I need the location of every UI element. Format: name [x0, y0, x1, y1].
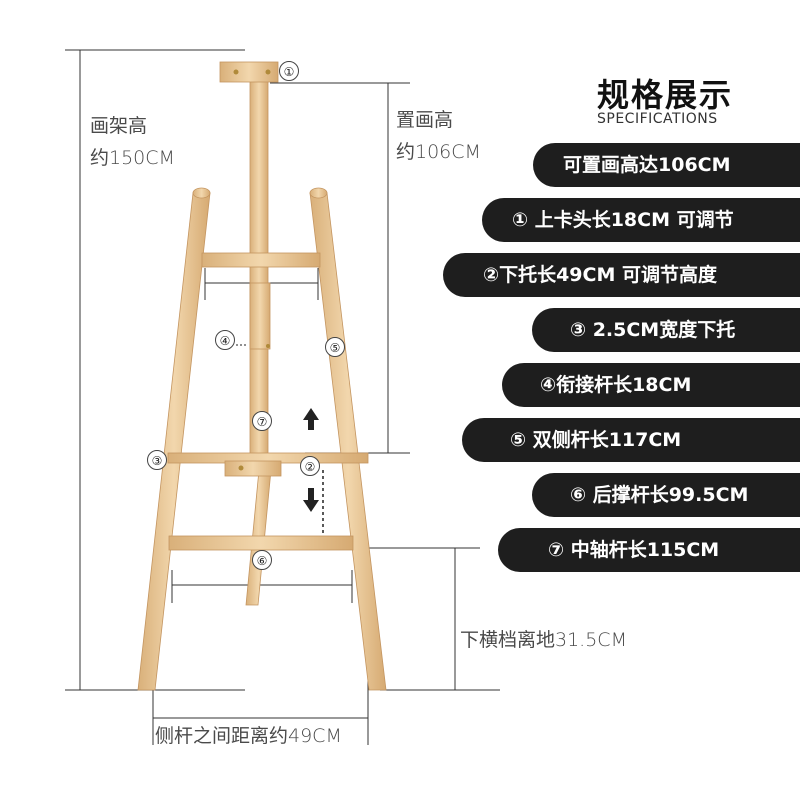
spec-item-top-clamp: ① 上卡头长18CM 可调节	[482, 198, 800, 242]
marker-3: ③	[147, 450, 167, 470]
canvas-height-label-2: 约106CM	[396, 141, 481, 163]
connecting-rod	[249, 282, 271, 350]
easel-height-label-1: 画架高	[90, 115, 148, 137]
arrow-down-icon	[303, 488, 319, 512]
spec-item-tray-width: ③ 2.5CM宽度下托	[532, 308, 800, 352]
spec-item-rear-support: ⑥ 后撑杆长99.5CM	[532, 473, 800, 517]
right-leg	[309, 192, 387, 691]
tray-bracket	[224, 460, 282, 477]
hardware-bolts	[233, 69, 271, 471]
page-title: 规格展示	[597, 76, 734, 114]
marker-4: ④	[215, 330, 235, 350]
page-subtitle: SPECIFICATIONS	[597, 111, 718, 127]
arrow-up-icon	[303, 408, 319, 430]
spec-item-side-legs: ⑤ 双侧杆长117CM	[462, 418, 800, 462]
top-clamp	[219, 61, 279, 83]
bottom-bar-height-label: 下横档离地31.5CM	[460, 629, 627, 651]
marker-6: ⑥	[252, 550, 272, 570]
leg-spacing-label: 侧杆之间距离约49CM	[155, 725, 342, 747]
spec-item-connecting-rod: ④衔接杆长18CM	[502, 363, 800, 407]
easel-frame	[137, 61, 387, 691]
adjust-arrows	[236, 344, 324, 535]
right-leg-cap	[309, 187, 328, 199]
marker-1: ①	[279, 61, 299, 81]
easel-height-label-2: 约150CM	[90, 147, 175, 169]
marker-2: ②	[300, 456, 320, 476]
spec-item-lower-tray: ②下托长49CM 可调节高度	[443, 253, 800, 297]
left-leg	[137, 192, 211, 691]
spec-item-center-mast: ⑦ 中轴杆长115CM	[498, 528, 800, 572]
lower-crossbar	[168, 535, 354, 551]
upper-crossbar	[201, 252, 321, 268]
marker-7: ⑦	[252, 411, 272, 431]
left-leg-cap	[192, 187, 211, 199]
marker-5: ⑤	[325, 337, 345, 357]
spec-item-canvas-height: 可置画高达106CM	[533, 143, 800, 187]
canvas-height-label-1: 置画高	[396, 109, 454, 131]
